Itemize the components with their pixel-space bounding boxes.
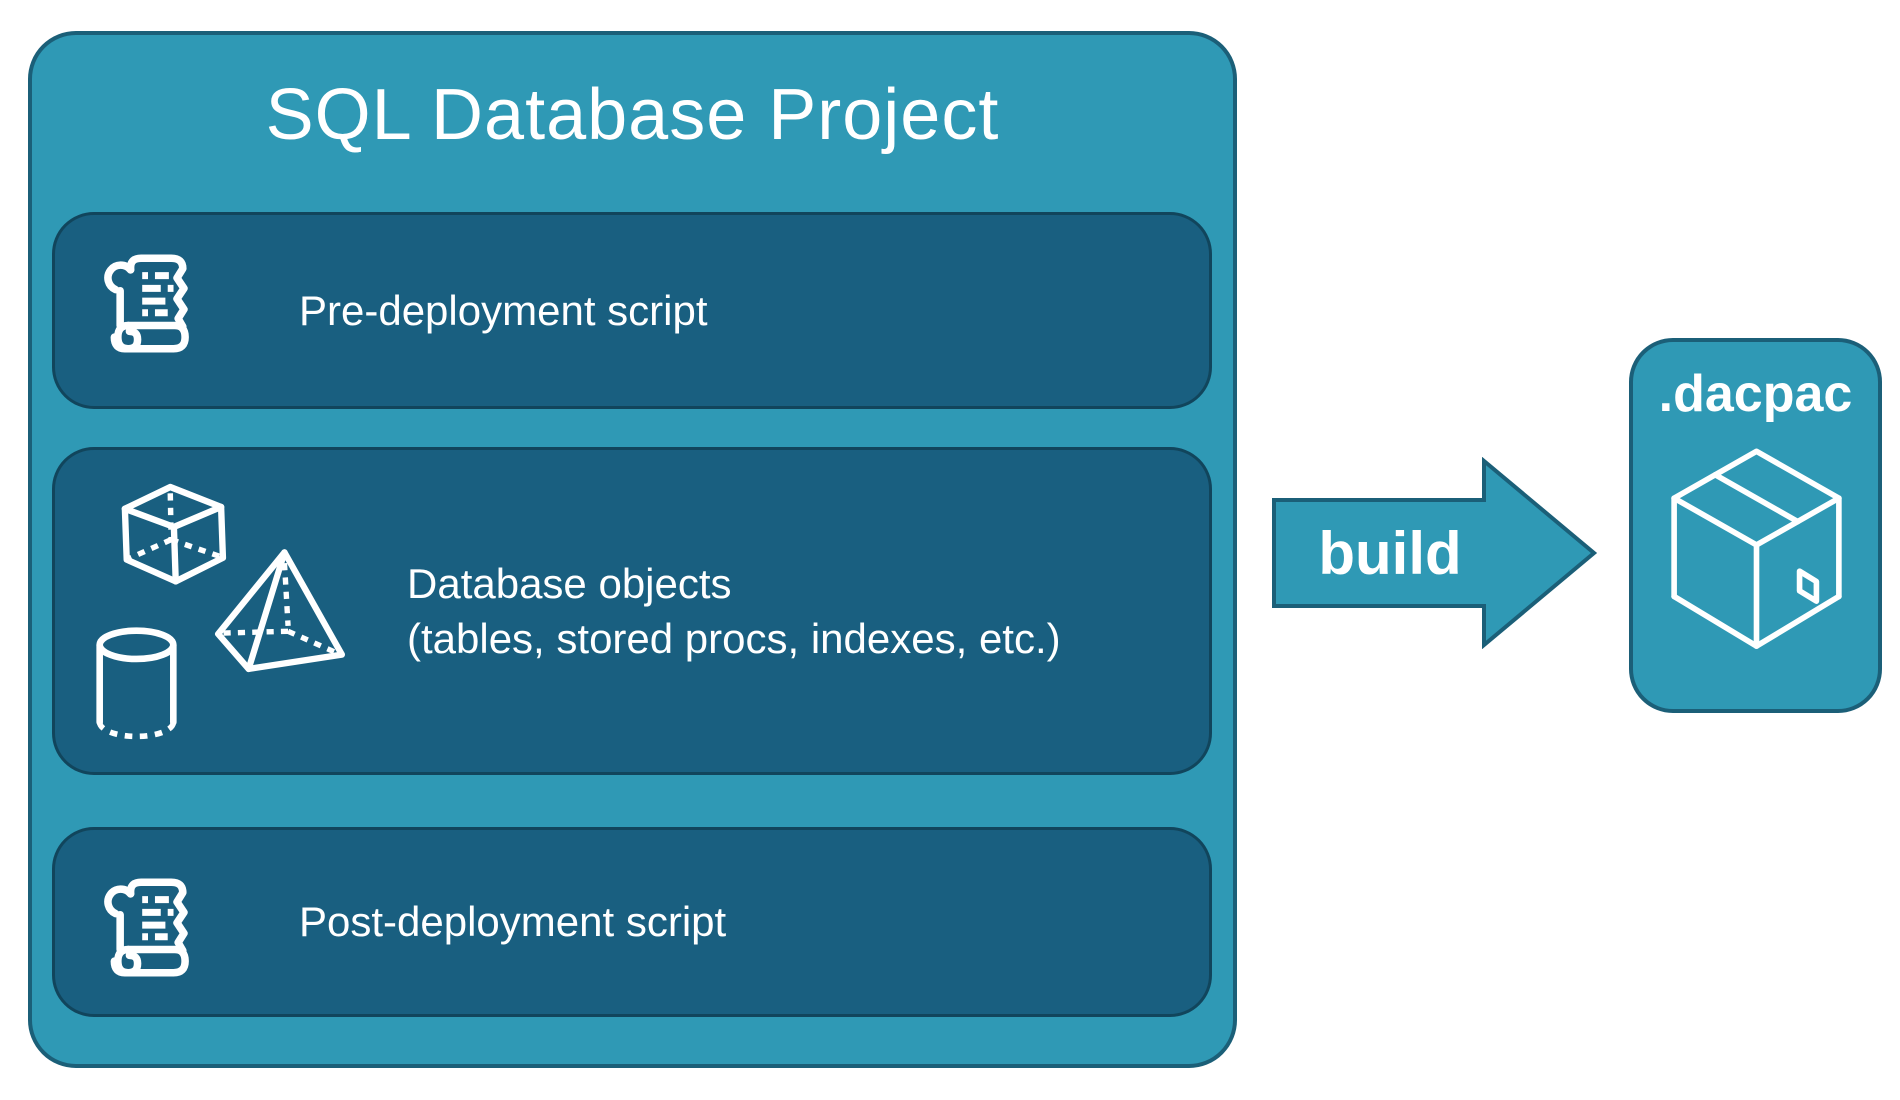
build-arrow: build [1272,457,1598,649]
post-deployment-box: Post-deployment script [52,827,1212,1017]
database-objects-label: Database objects (tables, stored procs, … [407,450,1179,772]
post-deployment-label: Post-deployment script [299,898,727,946]
pyramid-icon [215,549,345,673]
scroll-icon [104,254,189,353]
cube-icon [121,483,227,585]
dacpac-label: .dacpac [1658,365,1853,423]
scroll-icon [104,878,189,977]
database-objects-box: Database objects (tables, stored procs, … [52,447,1212,775]
sql-database-project-container: SQL Database Project P [28,31,1237,1068]
pre-deployment-box: Pre-deployment script [52,212,1212,409]
database-objects-line1: Database objects [407,559,732,607]
dacpac-box: .dacpac [1629,338,1882,713]
package-icon [1671,448,1842,649]
build-arrow-label: build [1318,520,1461,587]
database-objects-line2: (tables, stored procs, indexes, etc.) [407,615,1061,662]
cylinder-icon [96,627,177,740]
pre-deployment-label: Pre-deployment script [299,286,708,334]
project-title: SQL Database Project [265,75,1000,155]
arrow-shape [1272,457,1598,649]
